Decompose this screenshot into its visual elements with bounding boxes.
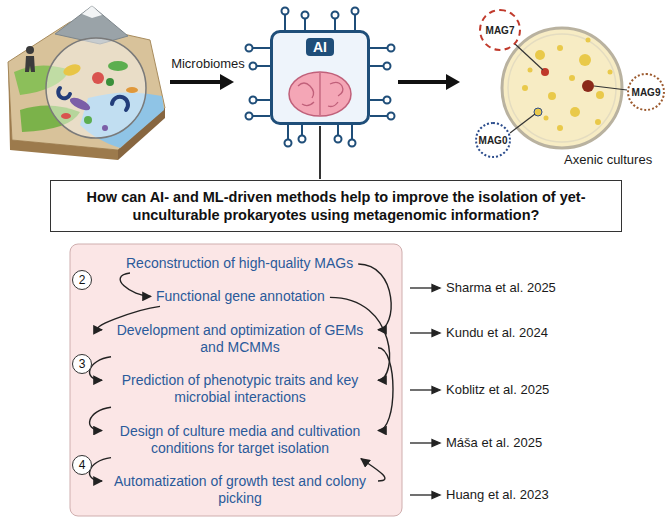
caption-label: Axenic cultures (564, 152, 668, 168)
citation-arrows (410, 285, 440, 499)
callout-number: 3 (72, 354, 92, 374)
ai-chip: AI (270, 30, 370, 125)
node-text: 4 (79, 458, 86, 472)
node-text: Automatization of growth test and colony… (107, 473, 373, 507)
node-text: 3 (79, 357, 86, 371)
citation-label: Máša et al. 2025 (446, 435, 666, 451)
workflow-step: Functional gene annotation (154, 288, 327, 305)
mag-circle: MAG0 (475, 122, 511, 158)
caption-label: Microbiomes (158, 56, 258, 72)
flow-arrow (90, 458, 111, 481)
workflow-step: Reconstruction of high-quality MAGs (124, 255, 355, 272)
node-text: MAG7 (486, 25, 515, 36)
callout-number: 2 (72, 270, 92, 290)
node-text: Reconstruction of high-quality MAGs (126, 255, 353, 272)
node-text: Design of culture media and cultivation … (107, 423, 373, 457)
node-text: Prediction of phenotypic traits and key … (107, 372, 373, 406)
node-text: How can AI- and ML-driven methods help t… (65, 188, 607, 224)
callout-number: 4 (72, 455, 92, 475)
node-text: MAG0 (479, 135, 508, 146)
node-text: Development and optimization of GEMs and… (107, 322, 373, 356)
citation-label: Huang et al. 2023 (446, 487, 666, 503)
workflow-step: Development and optimization of GEMs and… (105, 322, 375, 356)
petri-dish (502, 28, 627, 148)
chip-circuits (246, 8, 395, 147)
flow-arrow (90, 407, 111, 430)
workflow-step: Prediction of phenotypic traits and key … (105, 372, 375, 406)
link-line (319, 126, 321, 179)
landscape (8, 6, 165, 160)
flow-arrow (358, 264, 391, 330)
node-text: MAG9 (632, 87, 661, 98)
flow-arrow (120, 273, 151, 296)
workflow-step: Design of culture media and cultivation … (105, 423, 375, 457)
question-box: How can AI- and ML-driven methods help t… (50, 180, 622, 232)
flow-arrow (378, 348, 393, 431)
node-text: AI (306, 38, 334, 56)
brain (289, 72, 351, 116)
workflow-step: Automatization of growth test and colony… (105, 473, 375, 507)
flow-arrow (90, 357, 111, 380)
citation-label: Sharma et al. 2025 (446, 280, 666, 296)
mag-circle: MAG9 (627, 73, 665, 111)
citation-label: Koblitz et al. 2025 (446, 382, 666, 398)
citation-label: Kundu et al. 2024 (446, 325, 666, 341)
workflow-panel (70, 244, 402, 516)
mag-circle: MAG7 (479, 9, 521, 51)
node-text: Functional gene annotation (156, 288, 325, 305)
node-text: 2 (79, 273, 86, 287)
flow-arrow (330, 297, 390, 380)
